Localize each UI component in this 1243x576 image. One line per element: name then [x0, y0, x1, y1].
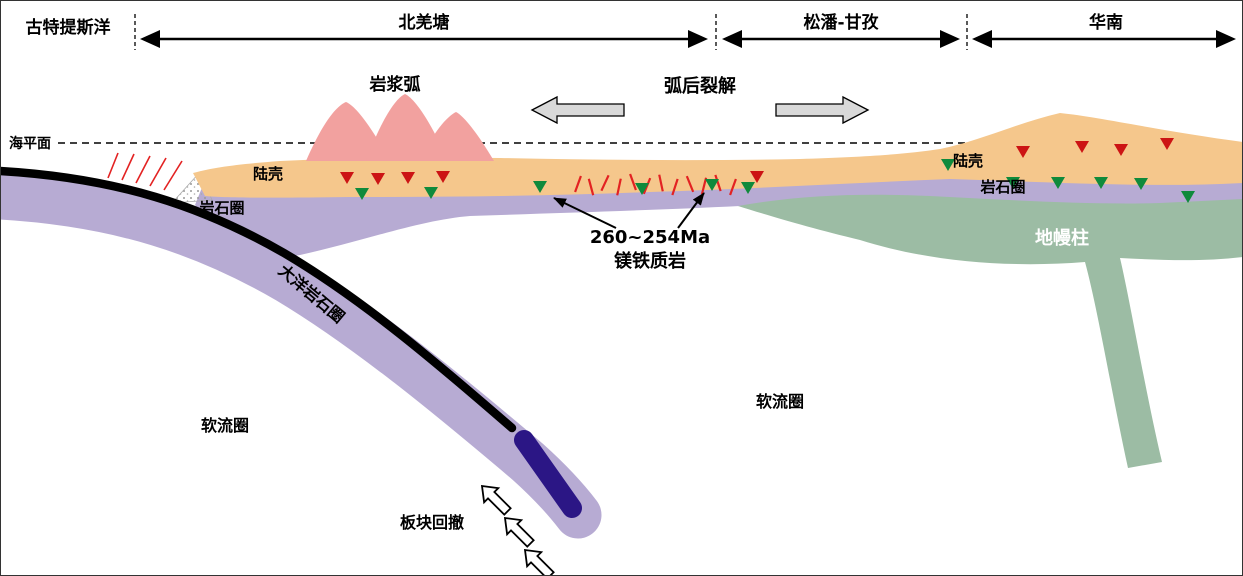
- red-intrusion-marker-icon: [1075, 141, 1089, 153]
- mantle-plume-shape: [738, 194, 1243, 468]
- red-intrusion-marker-icon: [1016, 146, 1030, 158]
- slab-rollback-label: 板块回撤: [400, 513, 464, 532]
- backarc-rifting-label: 弧后裂解: [664, 75, 736, 97]
- continental-crust-left-label: 陆壳: [253, 165, 283, 183]
- arrowhead-left-icon: [140, 30, 160, 48]
- green-intrusion-marker-icon: [1134, 178, 1148, 190]
- magmatic-arc-volcanoes: [306, 94, 494, 161]
- asthenosphere-left-label: 软流圈: [201, 416, 249, 435]
- mafic-rock-annotation: 260~254Ma 镁铁质岩: [590, 227, 710, 272]
- dike-icon: [671, 178, 679, 196]
- magmatic-arc-label: 岩浆弧: [369, 74, 421, 95]
- green-intrusion-marker-icon: [1181, 191, 1195, 203]
- dike-icon: [600, 174, 610, 192]
- dike-icon: [714, 174, 722, 192]
- red-intrusion-marker-icon: [436, 171, 450, 183]
- red-intrusion-marker-icon: [371, 173, 385, 185]
- slab-top-line: [0, 166, 517, 433]
- mafic-rock-label: 镁铁质岩: [614, 250, 686, 272]
- rift-arrow-left-icon: [530, 95, 625, 125]
- thrust-fault-icon: [149, 157, 167, 187]
- red-intrusion-markers: [340, 138, 1174, 185]
- green-intrusion-markers: [355, 159, 1195, 203]
- red-intrusion-marker-icon: [340, 172, 354, 184]
- dike-icon: [616, 178, 622, 196]
- mafic-annotation-arrows: [553, 192, 705, 229]
- slab-tip-segment: [514, 430, 582, 518]
- arrowhead-right-icon: [1216, 30, 1236, 48]
- annotation-arrow-right: [677, 192, 705, 229]
- mafic-age-label: 260~254Ma: [590, 227, 710, 248]
- green-intrusion-marker-icon: [1006, 177, 1020, 189]
- green-intrusion-marker-icon: [424, 187, 438, 199]
- thrust-fault-icon: [135, 155, 151, 184]
- green-intrusion-marker-icon: [533, 181, 547, 193]
- annotation-arrow-left: [553, 197, 617, 229]
- dike-icon: [685, 175, 695, 193]
- asthenosphere-right-label: 软流圈: [756, 392, 804, 411]
- arrowhead-right-icon: [688, 30, 708, 48]
- lithosphere-right-label: 岩石圈: [979, 178, 1025, 196]
- dike-icon: [629, 173, 637, 191]
- region-label-paleo-tethys: 古特提斯洋: [26, 17, 111, 38]
- dike-swarm: [574, 173, 737, 196]
- green-intrusion-marker-icon: [355, 188, 369, 200]
- extent-arrow-north-qiangtang: 北羌塘: [140, 12, 708, 48]
- thrust-fault-icon: [121, 153, 135, 181]
- red-intrusion-marker-icon: [1160, 138, 1174, 150]
- red-intrusion-marker-icon: [750, 171, 764, 183]
- green-intrusion-marker-icon: [1094, 177, 1108, 189]
- extent-arrow-south-china: 华南: [972, 12, 1236, 48]
- dike-icon: [700, 177, 708, 195]
- red-intrusion-marker-icon: [401, 172, 415, 184]
- rift-arrow-right-icon: [775, 95, 870, 125]
- green-intrusion-marker-icon: [741, 182, 755, 194]
- dike-icon: [658, 174, 664, 192]
- volcano-icon: [366, 94, 448, 161]
- lithosphere-left-label: 岩石圈: [198, 199, 244, 217]
- green-intrusion-marker-icon: [705, 179, 719, 191]
- region-label-songpan-ganzi: 松潘-甘孜: [803, 12, 879, 33]
- thrust-fault-lines: [107, 152, 183, 191]
- continental-crust-right-label: 陆壳: [953, 152, 983, 170]
- region-header: 古特提斯洋 北羌塘 松潘-甘孜 华南: [26, 12, 1236, 50]
- volcano-icon: [420, 112, 494, 161]
- arrowhead-right-icon: [940, 30, 960, 48]
- green-intrusion-marker-icon: [1051, 177, 1065, 189]
- green-intrusion-marker-icon: [941, 159, 955, 171]
- dike-icon: [574, 175, 582, 193]
- green-intrusion-marker-icon: [635, 183, 649, 195]
- backarc-rift-arrows: [530, 95, 870, 125]
- extent-arrow-songpan-ganzi: 松潘-甘孜: [722, 12, 960, 48]
- sea-level-label: 海平面: [9, 135, 51, 152]
- mantle-plume-label: 地幔柱: [1035, 227, 1089, 249]
- arrowhead-left-icon: [722, 30, 742, 48]
- region-label-north-qiangtang: 北羌塘: [399, 12, 450, 33]
- thrust-fault-icon: [163, 160, 183, 191]
- red-intrusion-marker-icon: [1114, 144, 1128, 156]
- volcano-icon: [306, 102, 390, 161]
- arrowhead-left-icon: [972, 30, 992, 48]
- dike-icon: [587, 178, 595, 196]
- region-label-south-china: 华南: [1089, 12, 1123, 33]
- continental-crust-layer: [193, 113, 1243, 198]
- dike-icon: [729, 178, 737, 196]
- thrust-fault-icon: [107, 152, 119, 179]
